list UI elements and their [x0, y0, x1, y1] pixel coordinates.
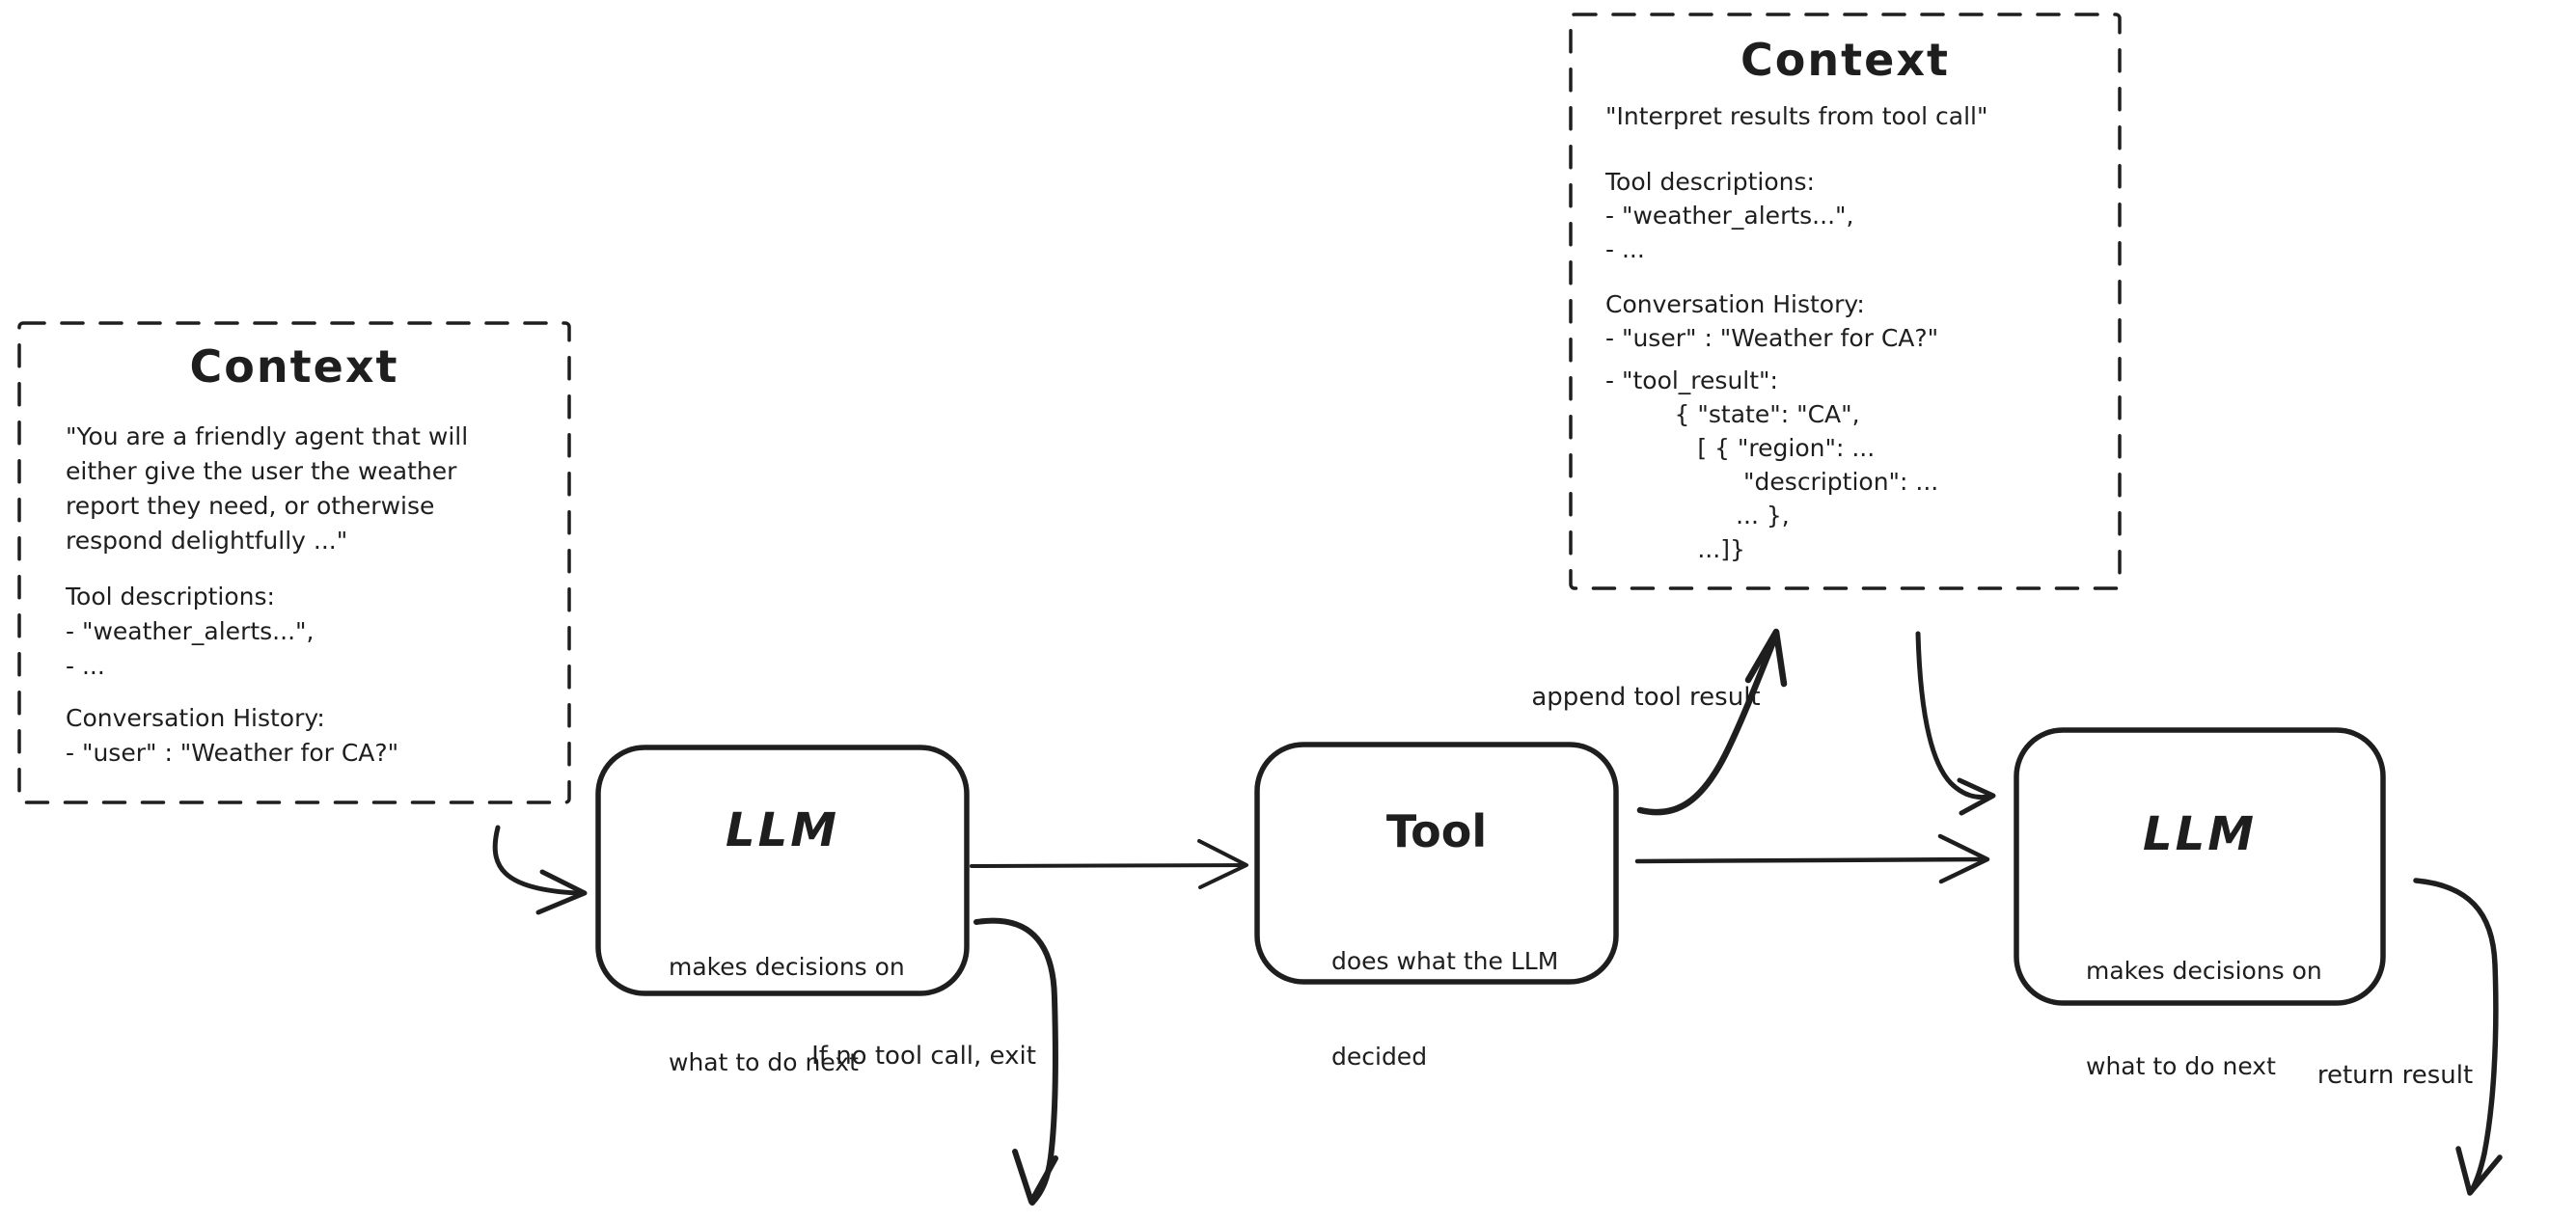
if-no-tool-call-exit-label: If no tool call, exit [811, 1042, 1036, 1071]
context-left-border [17, 321, 571, 804]
context-right-line: - "user" : "Weather for CA?" [1605, 324, 1939, 352]
context-left-line: Tool descriptions: [66, 583, 275, 610]
context-left-line: "You are a friendly agent that will [66, 422, 469, 450]
context-left-line: - ... [66, 652, 105, 680]
arrow-tool-to-llm2 [1634, 833, 1990, 884]
context-left-title: Context [189, 340, 399, 393]
append-tool-result-label: append tool result [1531, 683, 1761, 712]
context-right-body: "Interpret results from tool call" Tool … [1605, 99, 1987, 566]
llm1-desc-line: what to do next [669, 1048, 859, 1076]
llm1-node-box [595, 745, 970, 996]
tool-node-desc: does what the LLM decided [1331, 882, 1558, 1136]
tool-node-box [1254, 742, 1619, 985]
arrow-llm1-exit [973, 917, 1058, 1206]
llm1-node-desc: makes decisions on what to do next [669, 887, 905, 1142]
llm2-desc-line: what to do next [2086, 1052, 2276, 1080]
context-left-line: - "user" : "Weather for CA?" [66, 739, 399, 767]
context-right-line: Tool descriptions: [1605, 168, 1815, 196]
context-right-title: Context [1740, 34, 1950, 86]
context-right-line: [ { "region": ... [1605, 434, 1876, 462]
context-left-body: "You are a friendly agent that will eith… [66, 420, 468, 771]
context-left-box: Context "You are a friendly agent that w… [19, 323, 569, 802]
context-right-line: ...]} [1605, 535, 1745, 563]
context-right-line: - "tool_result": [1605, 366, 1778, 394]
llm1-node-title: LLM [726, 803, 839, 857]
context-left-line: - "weather_alerts...", [66, 617, 315, 645]
arrow-llm2-return [2413, 878, 2503, 1196]
context-right-line: "Interpret results from tool call" [1605, 102, 1988, 130]
arrow-llm1-to-tool [970, 839, 1248, 889]
arrow-context-right-to-llm2 [1915, 631, 1996, 816]
context-right-line: - ... [1605, 235, 1645, 263]
llm2-node-desc: makes decisions on what to do next [2086, 891, 2322, 1146]
return-result-label: return result [2316, 1061, 2474, 1090]
context-right-line: ... }, [1605, 502, 1790, 529]
context-left-line: respond delightfully ..." [66, 527, 348, 555]
context-left-line: either give the user the weather [66, 457, 457, 485]
context-left-line: Conversation History: [66, 704, 325, 732]
context-right-box: Context "Interpret results from tool cal… [1571, 14, 2120, 588]
tool-desc-line: decided [1331, 1043, 1428, 1071]
context-right-line: { "state": "CA", [1605, 400, 1860, 428]
context-right-line: "description": ... [1605, 468, 1939, 496]
tool-desc-line: does what the LLM [1331, 947, 1559, 975]
context-right-line: Conversation History: [1605, 290, 1865, 318]
context-left-line: report they need, or otherwise [66, 492, 435, 520]
tool-node-title: Tool [1385, 805, 1488, 857]
context-right-line: - "weather_alerts...", [1605, 202, 1854, 230]
llm2-desc-line: makes decisions on [2086, 957, 2322, 985]
context-right-border [1569, 13, 2122, 590]
arrow-tool-to-context-right [1636, 628, 1788, 816]
llm1-desc-line: makes decisions on [669, 953, 905, 981]
llm2-node-title: LLM [2143, 807, 2257, 861]
llm2-node-box [2014, 727, 2386, 1006]
arrow-context-left-to-llm1 [492, 825, 588, 915]
